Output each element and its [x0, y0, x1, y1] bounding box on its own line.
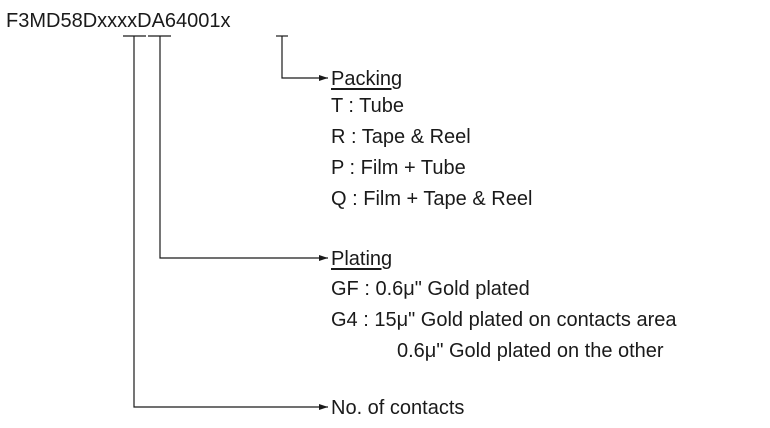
packing-option: R : Tape & Reel — [331, 126, 471, 148]
option-description: Tube — [359, 95, 405, 117]
option-separator: : — [345, 126, 362, 148]
option-separator: : — [358, 278, 376, 300]
plating-option: GF : 0.6μ" Gold plated — [331, 278, 530, 300]
part-number-middle: DA64001 — [137, 10, 221, 32]
option-description: Tape & Reel — [361, 126, 471, 148]
contacts-field: xx — [97, 10, 118, 32]
option-description: Film + Tube — [360, 157, 466, 179]
option-description: Film + Tape & Reel — [363, 188, 533, 210]
option-separator: : — [343, 157, 361, 179]
option-description: 0.6μ" Gold plated — [375, 278, 530, 300]
plating-heading: Plating — [331, 248, 393, 270]
option-code: R — [331, 126, 346, 148]
option-code: Q — [331, 188, 347, 210]
plating-leader-line — [159, 36, 328, 261]
option-code: P — [331, 157, 344, 179]
packing-option: Q : Film + Tape & Reel — [331, 188, 532, 210]
option-code: GF — [331, 278, 359, 300]
option-description: 15μ" Gold plated on contacts area — [374, 309, 677, 331]
option-code: G4 — [331, 309, 358, 331]
contacts-leader-line — [133, 36, 328, 410]
plating-field: xx — [117, 10, 138, 32]
plating-option: G4 : 15μ" Gold plated on contacts area — [331, 309, 677, 331]
option-separator: : — [357, 309, 375, 331]
contacts-heading: No. of contacts — [331, 397, 465, 419]
option-code: T — [331, 95, 343, 117]
part-number: F3MD58DxxxxDA64001x — [6, 10, 231, 32]
plating-continuation: 0.6μ" Gold plated on the other — [397, 340, 664, 362]
option-separator: : — [346, 188, 364, 210]
option-separator: : — [342, 95, 360, 117]
packing-option: T : Tube — [331, 95, 404, 117]
packing-heading: Packing — [331, 68, 403, 90]
part-number-prefix: F3MD58D — [6, 10, 98, 32]
packing-leader-line — [281, 36, 328, 81]
packing-field: x — [220, 10, 231, 32]
packing-option: P : Film + Tube — [331, 157, 466, 179]
